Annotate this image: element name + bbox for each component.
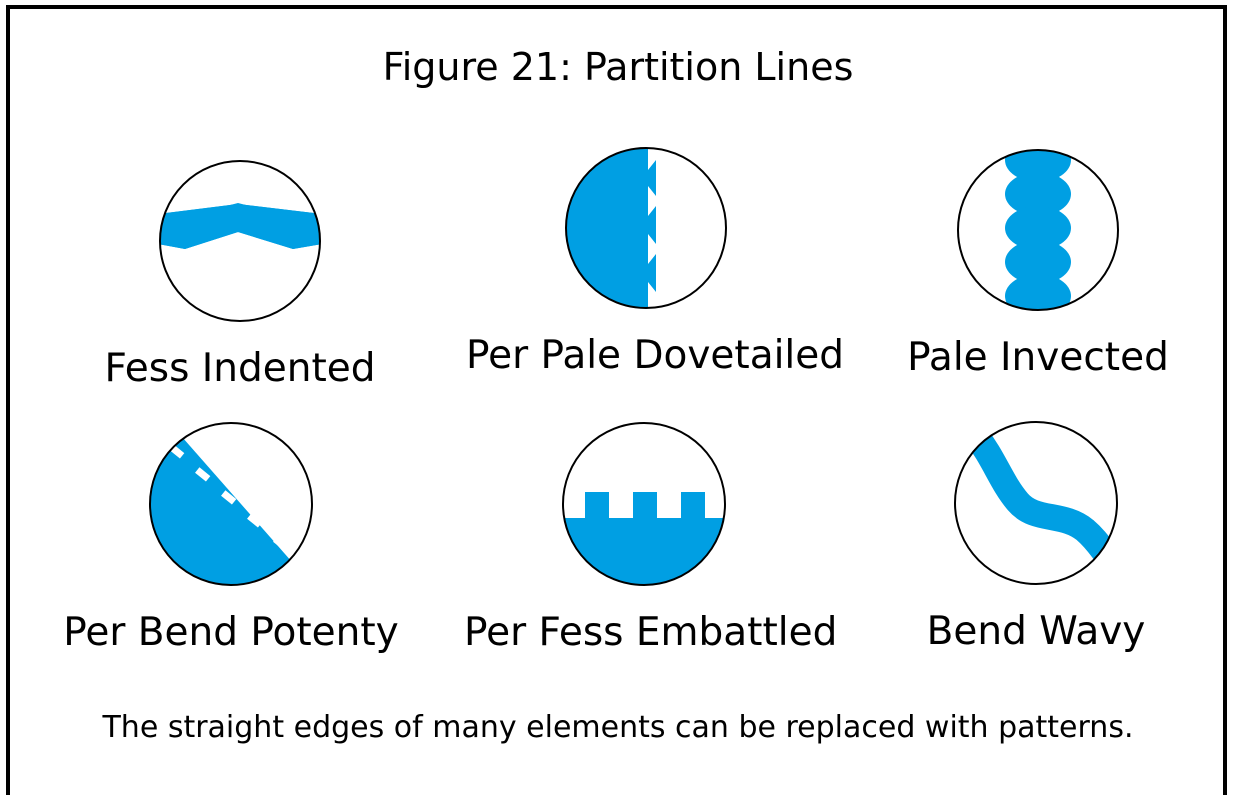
item-pale-invected: Pale Invected — [858, 148, 1218, 377]
fess-indented-icon — [159, 160, 321, 322]
item-bend-wavy: Bend Wavy — [856, 420, 1216, 651]
item-label: Per Pale Dovetailed — [466, 333, 845, 378]
item-label: Fess Indented — [104, 346, 376, 391]
bend-wavy-icon — [954, 421, 1118, 585]
item-per-pale-dovetailed: Per Pale Dovetailed — [466, 146, 845, 378]
figure-frame — [6, 5, 1227, 795]
figure-caption: The straight edges of many elements can … — [102, 710, 1134, 745]
pale-invected-icon — [957, 149, 1119, 311]
item-per-bend-potenty: Per Bend Potenty — [51, 421, 411, 652]
per-bend-potenty-icon — [149, 422, 313, 586]
per-pale-dovetailed-icon — [565, 147, 727, 309]
item-label: Per Fess Embattled — [464, 610, 838, 655]
per-fess-embattled-icon — [562, 422, 726, 586]
item-fess-indented: Fess Indented — [60, 159, 420, 388]
item-label: Per Bend Potenty — [63, 610, 399, 655]
item-label: Pale Invected — [907, 335, 1169, 380]
item-label: Bend Wavy — [926, 609, 1146, 654]
figure-title: Figure 21: Partition Lines — [382, 45, 854, 89]
item-per-fess-embattled: Per Fess Embattled — [464, 421, 838, 655]
